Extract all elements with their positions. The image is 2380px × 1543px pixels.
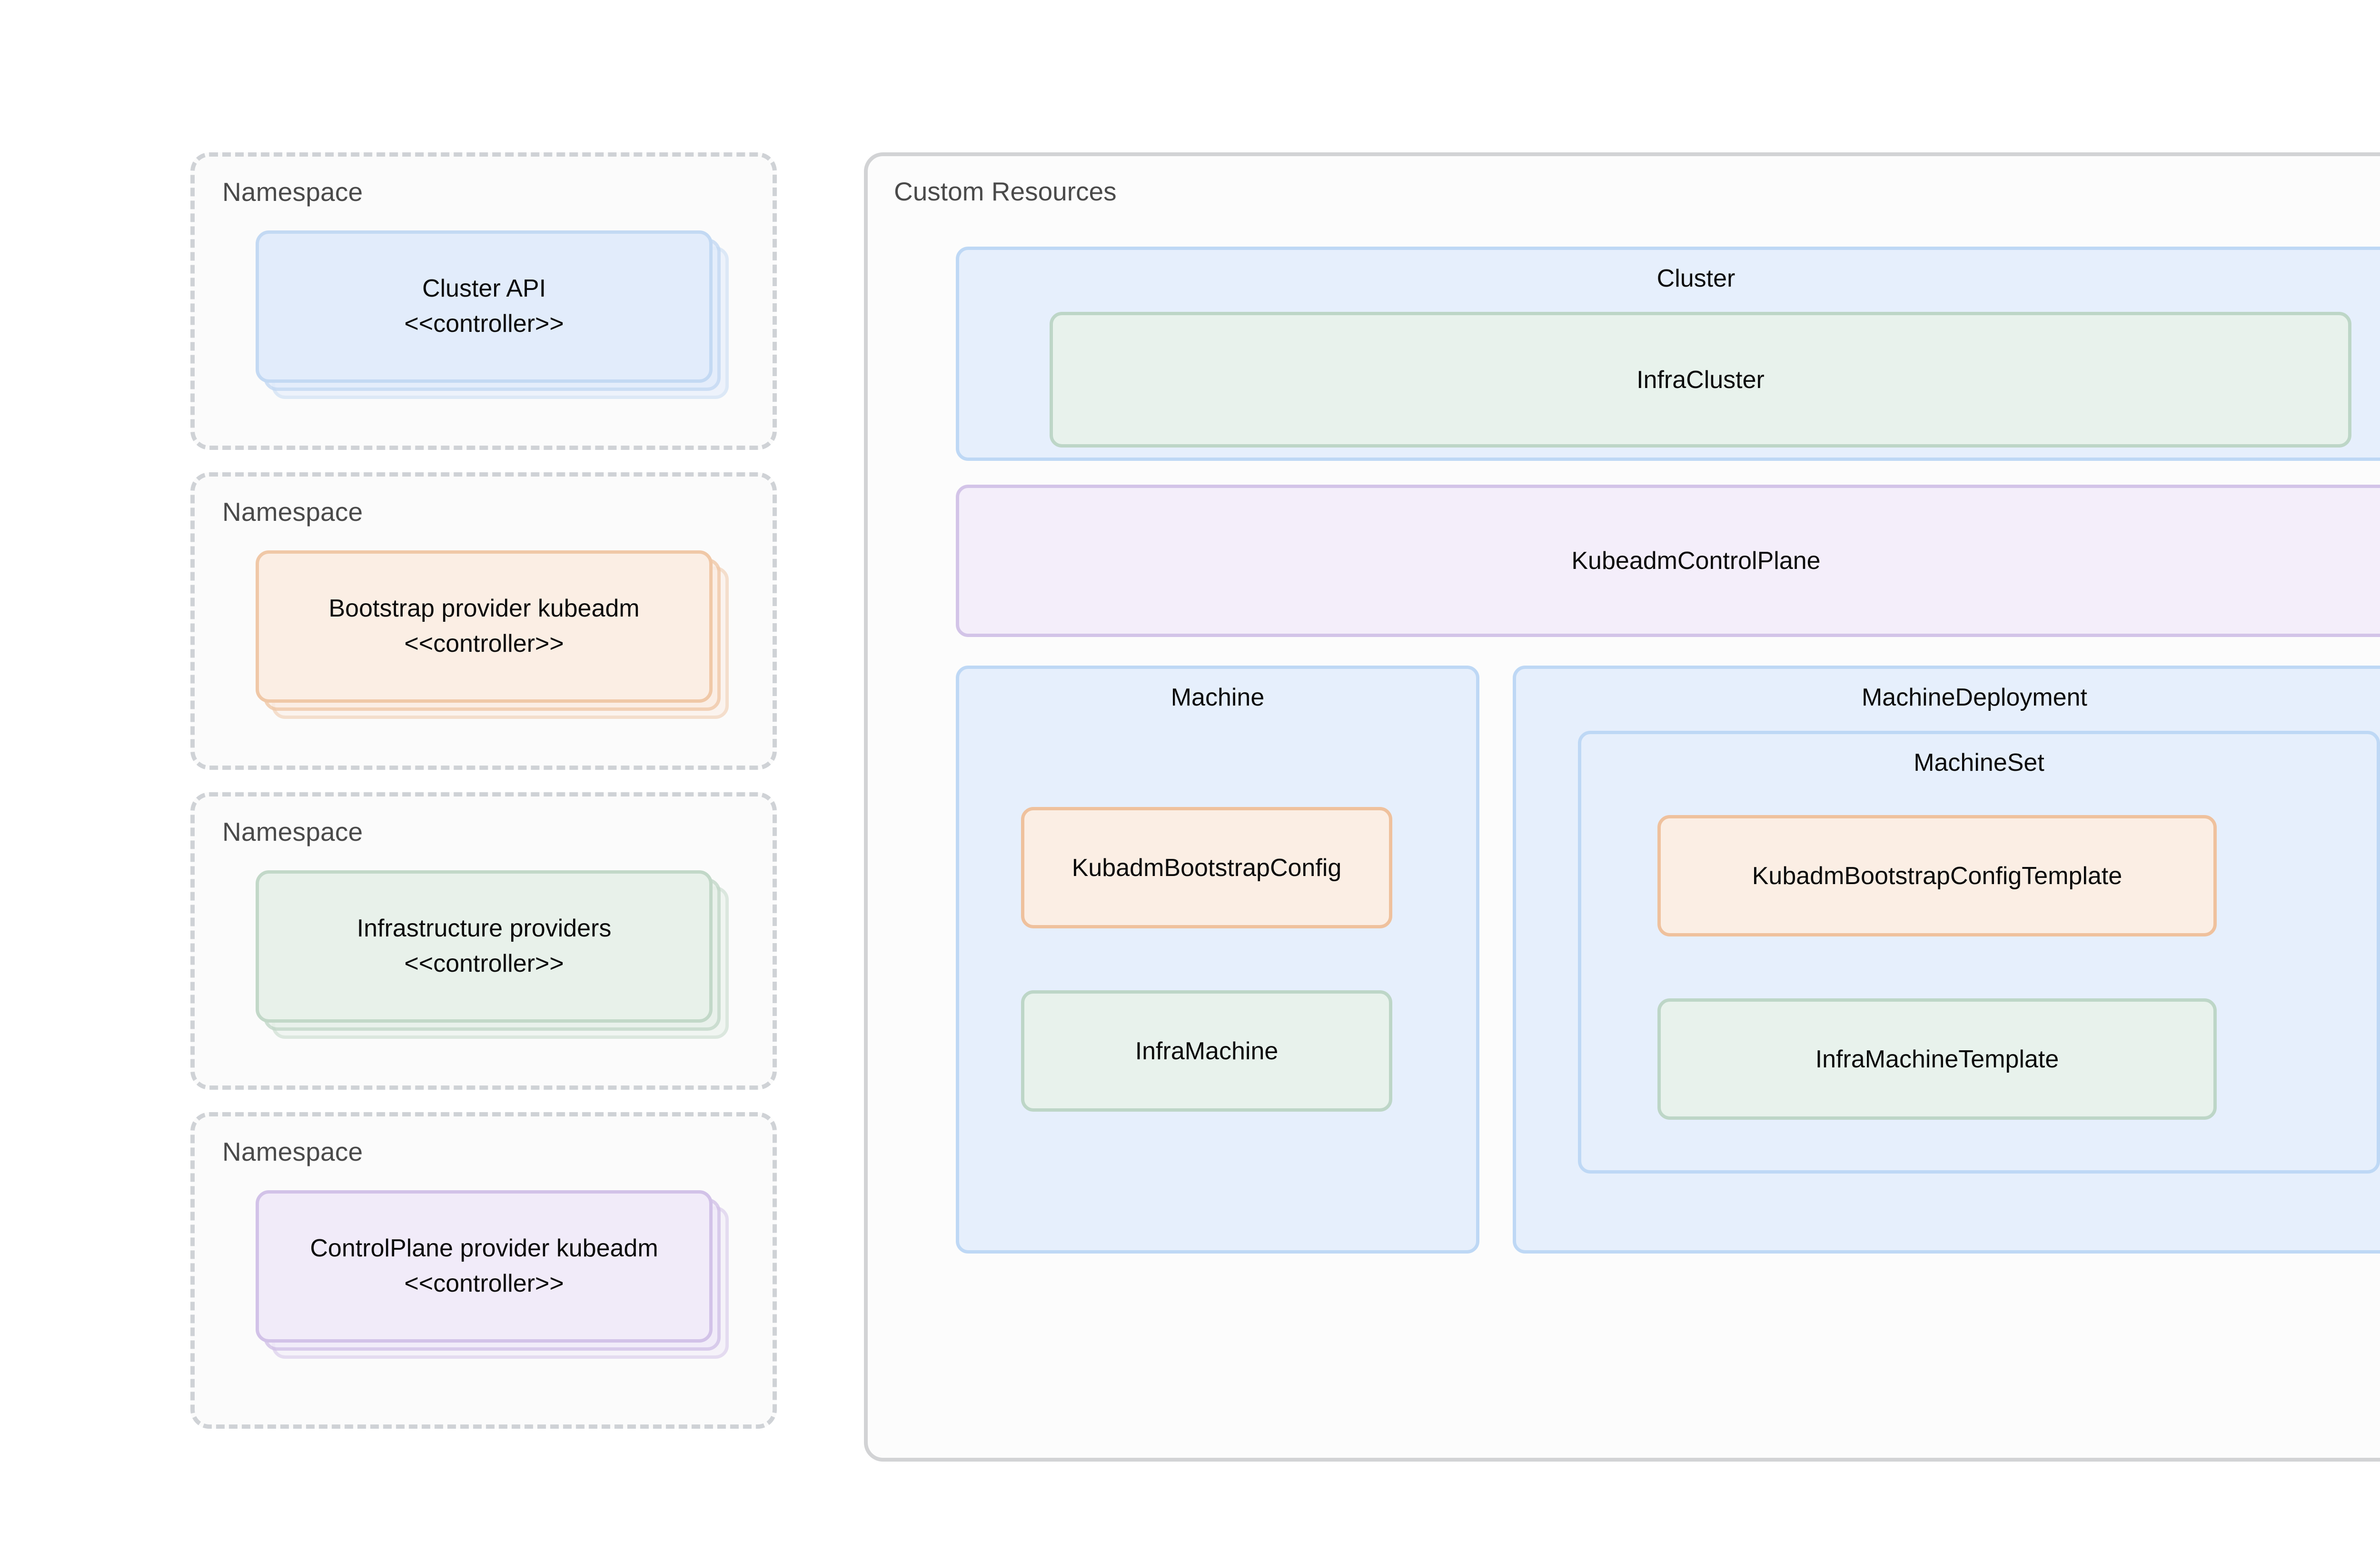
controller-card-stack[interactable]: ControlPlane provider kubeadm <<controll… xyxy=(256,1190,729,1359)
infracluster-box[interactable]: InfraCluster xyxy=(1050,312,2351,448)
controller-stereotype: <<controller>> xyxy=(404,630,564,657)
controller-stereotype: <<controller>> xyxy=(404,310,564,338)
infracluster-label: InfraCluster xyxy=(1636,366,1765,394)
namespace-label: Namespace xyxy=(222,1137,363,1166)
kubeadmcontrolplane-box[interactable]: KubeadmControlPlane xyxy=(956,485,2380,637)
machine-box[interactable]: Machine KubadmBootstrapConfig InfraMachi… xyxy=(956,666,1479,1254)
controller-stereotype: <<controller>> xyxy=(404,950,564,977)
machineset-title: MachineSet xyxy=(1914,749,2044,776)
inframachinetemplate-label: InfraMachineTemplate xyxy=(1815,1045,2059,1073)
controller-card-stack[interactable]: Cluster API <<controller>> xyxy=(256,230,729,399)
custom-resources-panel[interactable]: Custom Resources Cluster InfraCluster Ku… xyxy=(864,152,2380,1462)
cluster-box[interactable]: Cluster InfraCluster xyxy=(956,247,2380,461)
machinedeployment-box[interactable]: MachineDeployment MachineSet KubadmBoots… xyxy=(1513,666,2380,1254)
cluster-title: Cluster xyxy=(1656,265,1735,292)
kubeadmcontrolplane-label: KubeadmControlPlane xyxy=(1571,547,1821,575)
namespace-label: Namespace xyxy=(222,497,363,527)
kubadmbootstrapconfig-box[interactable]: KubadmBootstrapConfig xyxy=(1021,807,1392,928)
namespace-controlplane-provider[interactable]: Namespace ControlPlane provider kubeadm … xyxy=(190,1112,777,1429)
namespace-cluster-api[interactable]: Namespace Cluster API <<controller>> xyxy=(190,152,777,450)
namespace-column: Namespace Cluster API <<controller>> Nam… xyxy=(190,152,777,1429)
controller-card-stack[interactable]: Bootstrap provider kubeadm <<controller>… xyxy=(256,550,729,719)
controller-name: Infrastructure providers xyxy=(357,915,612,943)
controller-name: Cluster API xyxy=(422,275,546,303)
namespace-label: Namespace xyxy=(222,817,363,846)
controller-card[interactable]: Infrastructure providers <<controller>> xyxy=(256,870,713,1023)
controller-name: ControlPlane provider kubeadm xyxy=(310,1234,658,1263)
inframachinetemplate-box[interactable]: InfraMachineTemplate xyxy=(1657,998,2217,1120)
kubadmbootstrapconfigtemplate-box[interactable]: KubadmBootstrapConfigTemplate xyxy=(1657,815,2217,936)
controller-card[interactable]: ControlPlane provider kubeadm <<controll… xyxy=(256,1190,713,1343)
inframachine-box[interactable]: InfraMachine xyxy=(1021,990,1392,1112)
inframachine-label: InfraMachine xyxy=(1135,1037,1279,1065)
kubadmbootstrapconfig-label: KubadmBootstrapConfig xyxy=(1071,854,1342,882)
namespace-label: Namespace xyxy=(222,177,363,207)
namespace-bootstrap-provider[interactable]: Namespace Bootstrap provider kubeadm <<c… xyxy=(190,472,777,770)
controller-card[interactable]: Bootstrap provider kubeadm <<controller>… xyxy=(256,550,713,703)
custom-resources-label: Custom Resources xyxy=(894,177,1117,206)
controller-card[interactable]: Cluster API <<controller>> xyxy=(256,230,713,383)
namespace-infrastructure-providers[interactable]: Namespace Infrastructure providers <<con… xyxy=(190,792,777,1090)
controller-stereotype: <<controller>> xyxy=(404,1270,564,1297)
machinedeployment-title: MachineDeployment xyxy=(1861,684,2088,711)
controller-name: Bootstrap provider kubeadm xyxy=(328,595,640,623)
machine-title: Machine xyxy=(1170,684,1265,711)
kubadmbootstrapconfigtemplate-label: KubadmBootstrapConfigTemplate xyxy=(1752,862,2122,890)
controller-card-stack[interactable]: Infrastructure providers <<controller>> xyxy=(256,870,729,1039)
machineset-box[interactable]: MachineSet KubadmBootstrapConfigTemplate… xyxy=(1578,731,2380,1174)
